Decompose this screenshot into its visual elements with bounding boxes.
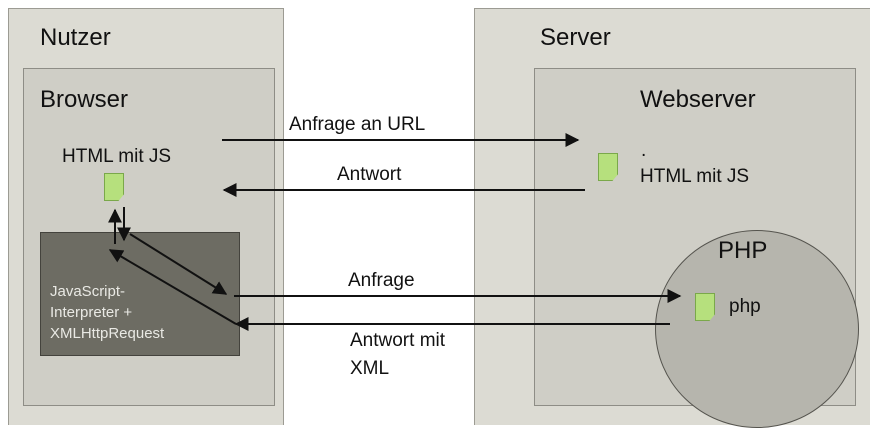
php-file-label: php: [729, 296, 761, 317]
server-document-icon: [598, 153, 618, 181]
server-html-js-label: HTML mit JS: [640, 166, 750, 187]
dot-mark: .: [641, 140, 647, 161]
php-title: PHP: [718, 237, 768, 264]
webserver-label: Webserver: [640, 86, 756, 113]
response-label: Antwort: [337, 164, 402, 185]
server-label: Server: [540, 24, 611, 51]
browser-label: Browser: [40, 86, 129, 113]
js-interpreter-line-1: JavaScript-: [50, 283, 126, 300]
php-document-icon: [695, 293, 715, 321]
js-interpreter-line-2: Interpreter +: [50, 304, 133, 321]
response-xml-line-2: XML: [350, 358, 390, 379]
arrow-diagonal-down: [129, 233, 228, 295]
js-interpreter-line-3: XMLHttpRequest: [50, 325, 165, 342]
arrow-diagonal-up: [108, 249, 237, 325]
client-html-js-label: HTML mit JS: [62, 146, 172, 167]
request-label: Anfrage: [348, 270, 415, 291]
request-url-label: Anfrage an URL: [289, 114, 426, 135]
client-document-icon: [104, 173, 124, 201]
response-xml-line-1: Antwort mit: [350, 330, 446, 351]
js-interpreter-box: [40, 232, 240, 356]
user-label: Nutzer: [40, 24, 111, 51]
